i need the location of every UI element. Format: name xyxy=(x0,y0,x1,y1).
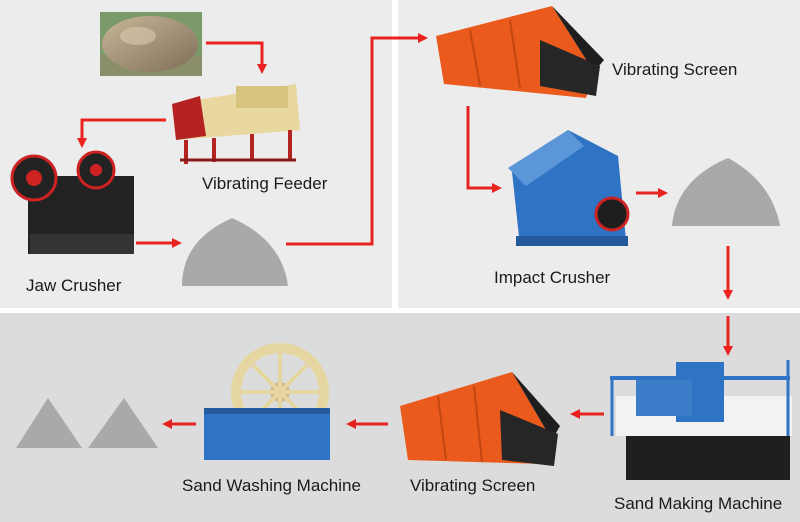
label-sand-washing-machine: Sand Washing Machine xyxy=(182,476,361,495)
sand-washing-machine xyxy=(204,343,330,460)
label-impact-crusher: Impact Crusher xyxy=(494,268,611,287)
jaw-crusher-machine xyxy=(10,150,134,254)
sand-pile-icon xyxy=(182,218,288,286)
label-sand-making-machine: Sand Making Machine xyxy=(614,494,783,513)
vibrating-feeder-machine xyxy=(172,84,300,164)
impact-crusher-machine xyxy=(508,130,630,246)
label-vibrating-feeder: Vibrating Feeder xyxy=(202,174,328,193)
arrow-screen-to-impact xyxy=(466,106,502,193)
flow-arrows xyxy=(77,33,733,429)
sand-pile-icon xyxy=(672,158,780,226)
raw-stone-icon xyxy=(100,12,202,76)
label-jaw-crusher: Jaw Crusher xyxy=(26,276,122,295)
label-vibrating-screen-bottom: Vibrating Screen xyxy=(410,476,536,495)
sand-pile-icon xyxy=(88,398,158,448)
arrow-pile-to-screen xyxy=(286,33,428,246)
arrow-feeder-to-jaw xyxy=(77,118,166,148)
label-vibrating-screen-top: Vibrating Screen xyxy=(612,60,738,79)
sand-making-machine xyxy=(610,360,792,480)
sand-pile-icon xyxy=(16,398,82,448)
vibrating-screen-top-machine xyxy=(436,6,604,98)
arrow-stone-to-feeder xyxy=(206,41,267,74)
vibrating-screen-bottom-machine xyxy=(400,372,560,466)
